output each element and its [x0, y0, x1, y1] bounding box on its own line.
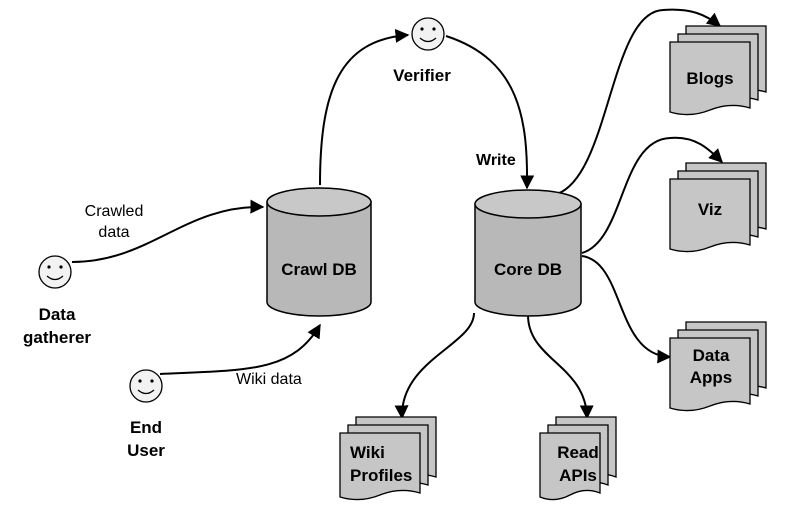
actor-verifier: Verifier: [393, 17, 451, 85]
document-stack-icon: [669, 321, 767, 412]
doc-data-apps-label-line1: Data: [693, 346, 730, 365]
actor-verifier-label: Verifier: [393, 66, 451, 85]
smiley-icon: [38, 255, 72, 289]
doc-read-apis: Read APIs: [539, 416, 617, 501]
edge-coredb-to-blogs: [556, 8, 722, 195]
crawl-db-label: Crawl DB: [281, 260, 357, 279]
actor-end-user-label-line2: User: [127, 441, 165, 460]
doc-wiki-profiles: Wiki Profiles: [339, 416, 437, 501]
actor-data-gatherer: Data gatherer: [23, 255, 91, 347]
edge-coredb-to-viz: [581, 136, 723, 254]
actor-data-gatherer-label-line2: gatherer: [23, 328, 91, 347]
smiley-icon: [411, 17, 445, 51]
edge-verifier-to-coredb: [445, 35, 535, 190]
doc-wiki-profiles-label-line1: Wiki: [350, 443, 385, 462]
actor-data-gatherer-label-line1: Data: [39, 305, 76, 324]
edge-label-wiki-data: Wiki data: [236, 371, 302, 388]
doc-data-apps-label-line2: Apps: [690, 368, 733, 387]
doc-viz-label-line1: Viz: [698, 200, 722, 219]
edge-label-crawled-data-line2: data: [98, 224, 129, 241]
edge-enduser-to-crawldb: [159, 323, 321, 375]
edge-label-crawled-data-line1: Crawled: [85, 203, 144, 220]
edge-gatherer-to-crawldb: [71, 199, 265, 263]
doc-blogs: Blogs: [669, 25, 767, 116]
edge-coredb-to-dataapps: [581, 255, 672, 364]
doc-read-apis-label-line1: Read: [557, 443, 599, 462]
edge-coredb-to-wikiprofiles: [394, 312, 475, 420]
document-stack-icon: [669, 162, 767, 253]
document-stack-icon: [339, 416, 437, 501]
doc-wiki-profiles-label-line2: Profiles: [350, 466, 412, 485]
document-stack-icon: [539, 416, 617, 501]
edge-crawldb-to-verifier: [319, 28, 410, 186]
smiley-icon: [129, 369, 163, 403]
actor-end-user: End User: [127, 369, 165, 460]
edge-coredb-to-readapis: [527, 314, 594, 420]
actor-end-user-label-line1: End: [130, 418, 162, 437]
doc-blogs-label-line1: Blogs: [686, 69, 733, 88]
core-db-label: Core DB: [494, 260, 562, 279]
doc-read-apis-label-line2: APIs: [559, 466, 597, 485]
doc-viz: Viz: [669, 162, 767, 253]
core-db: Core DB: [474, 189, 582, 317]
crawl-db: Crawl DB: [266, 187, 372, 317]
document-stack-icon: [669, 25, 767, 116]
edge-label-write: Write: [476, 152, 516, 169]
doc-data-apps: Data Apps: [669, 321, 767, 412]
